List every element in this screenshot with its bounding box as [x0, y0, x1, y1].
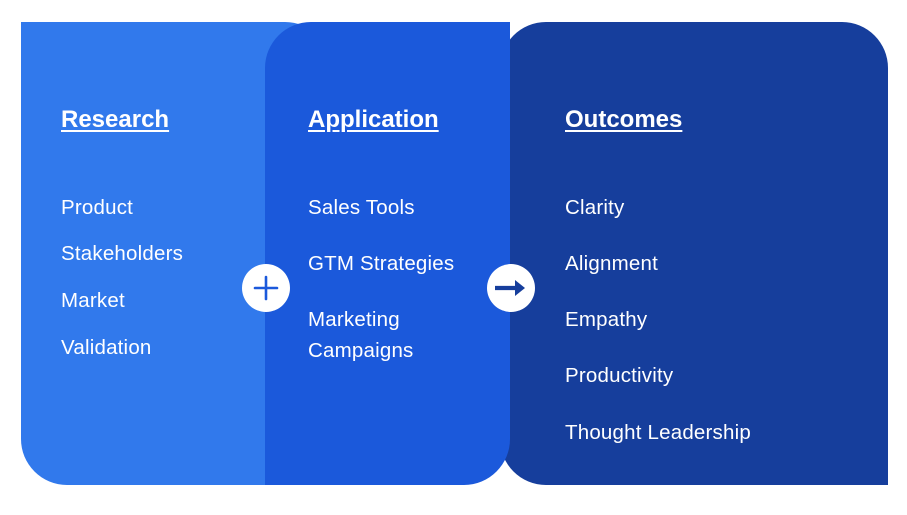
outcomes-item: Empathy: [565, 308, 648, 331]
outcomes-item: Clarity: [565, 196, 625, 219]
research-item: Stakeholders: [61, 242, 184, 265]
outcomes-item: Thought Leadership: [565, 421, 751, 444]
research-item: Market: [61, 289, 125, 312]
application-panel: [265, 22, 510, 485]
outcomes-item: Productivity: [565, 364, 674, 387]
application-item: Marketing: [308, 308, 400, 331]
arrow-right-icon: [487, 264, 535, 312]
outcomes-item: Alignment: [565, 252, 658, 275]
research-item: Validation: [61, 336, 152, 359]
research-heading: Research: [61, 106, 170, 133]
research-item: Product: [61, 196, 134, 219]
application-heading: Application: [308, 106, 439, 133]
outcomes-panel: [500, 22, 888, 485]
application-item: Sales Tools: [308, 196, 415, 219]
application-item: Campaigns: [308, 339, 414, 362]
plus-icon: [242, 264, 290, 312]
application-item: GTM Strategies: [308, 252, 455, 275]
outcomes-heading: Outcomes: [565, 106, 683, 133]
